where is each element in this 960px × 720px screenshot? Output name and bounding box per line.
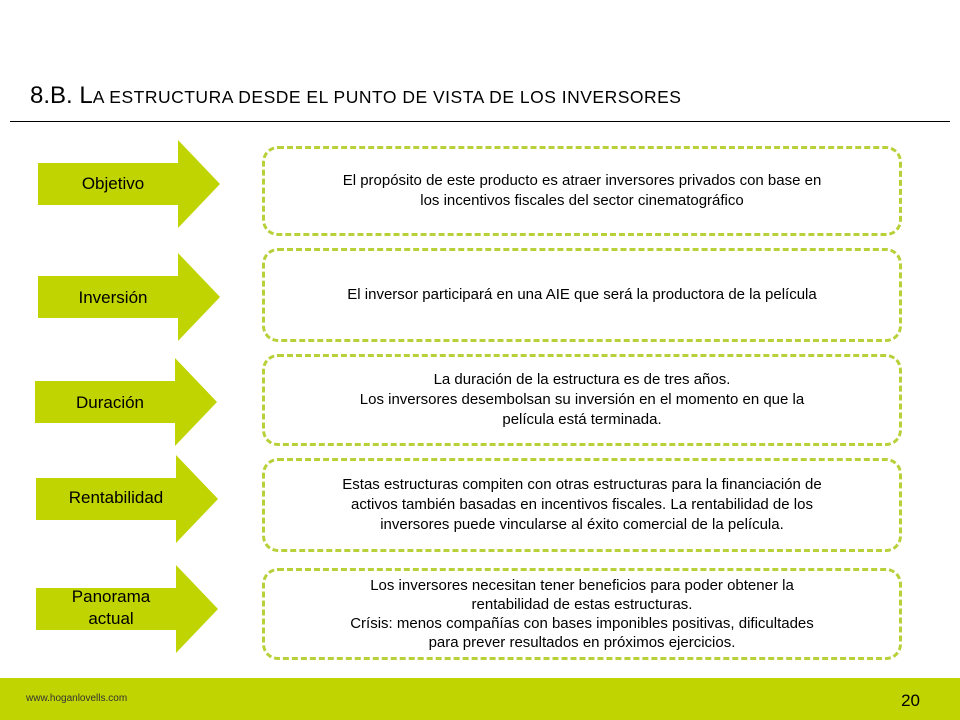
arrow-right-icon (36, 455, 218, 543)
arrow-right-icon (38, 253, 220, 341)
page-title: 8.B. LA ESTRUCTURA DESDE EL PUNTO DE VIS… (30, 82, 681, 110)
footer-url: www.hoganlovells.com (26, 693, 128, 704)
row-description: Los inversores necesitan tener beneficio… (350, 577, 814, 651)
row-description: El propósito de este producto es atraer … (342, 172, 822, 209)
arrow-objetivo: Objetivo (38, 140, 220, 228)
row-description-box: Estas estructuras compiten con otras est… (262, 458, 902, 552)
title-divider (10, 121, 950, 122)
row-description-box: La duración de la estructura es de tres … (262, 354, 902, 446)
footer-bar: www.hoganlovells.com 20 (0, 678, 960, 720)
page-number: 20 (901, 691, 920, 710)
title-prefix: 8.B. L (30, 82, 93, 109)
row-description: El inversor participará en una AIE que s… (347, 286, 817, 303)
row-description-box: El propósito de este producto es atraer … (262, 146, 902, 236)
row-label: Duración (75, 393, 145, 412)
row-description: Estas estructuras compiten con otras est… (342, 476, 822, 533)
arrow-right-icon (38, 140, 220, 228)
arrow-right-icon (35, 358, 217, 446)
arrow-inversion: Inversión (38, 253, 220, 341)
row-label: Inversión (78, 288, 148, 307)
row-description: La duración de la estructura es de tres … (359, 371, 805, 428)
arrow-duracion: Duración (35, 358, 217, 446)
row-label: Rentabilidad (68, 488, 164, 507)
arrow-right-icon (36, 565, 218, 653)
title-rest: A ESTRUCTURA DESDE EL PUNTO DE VISTA DE … (92, 87, 682, 107)
arrow-rentabilidad: Rentabilidad (36, 455, 218, 543)
arrow-panorama: Panorama actual (36, 565, 218, 653)
row-description-box: El inversor participará en una AIE que s… (262, 248, 902, 342)
row-description-box: Los inversores necesitan tener beneficio… (262, 568, 902, 660)
row-label: Panorama actual (71, 587, 151, 628)
row-label: Objetivo (81, 174, 145, 193)
